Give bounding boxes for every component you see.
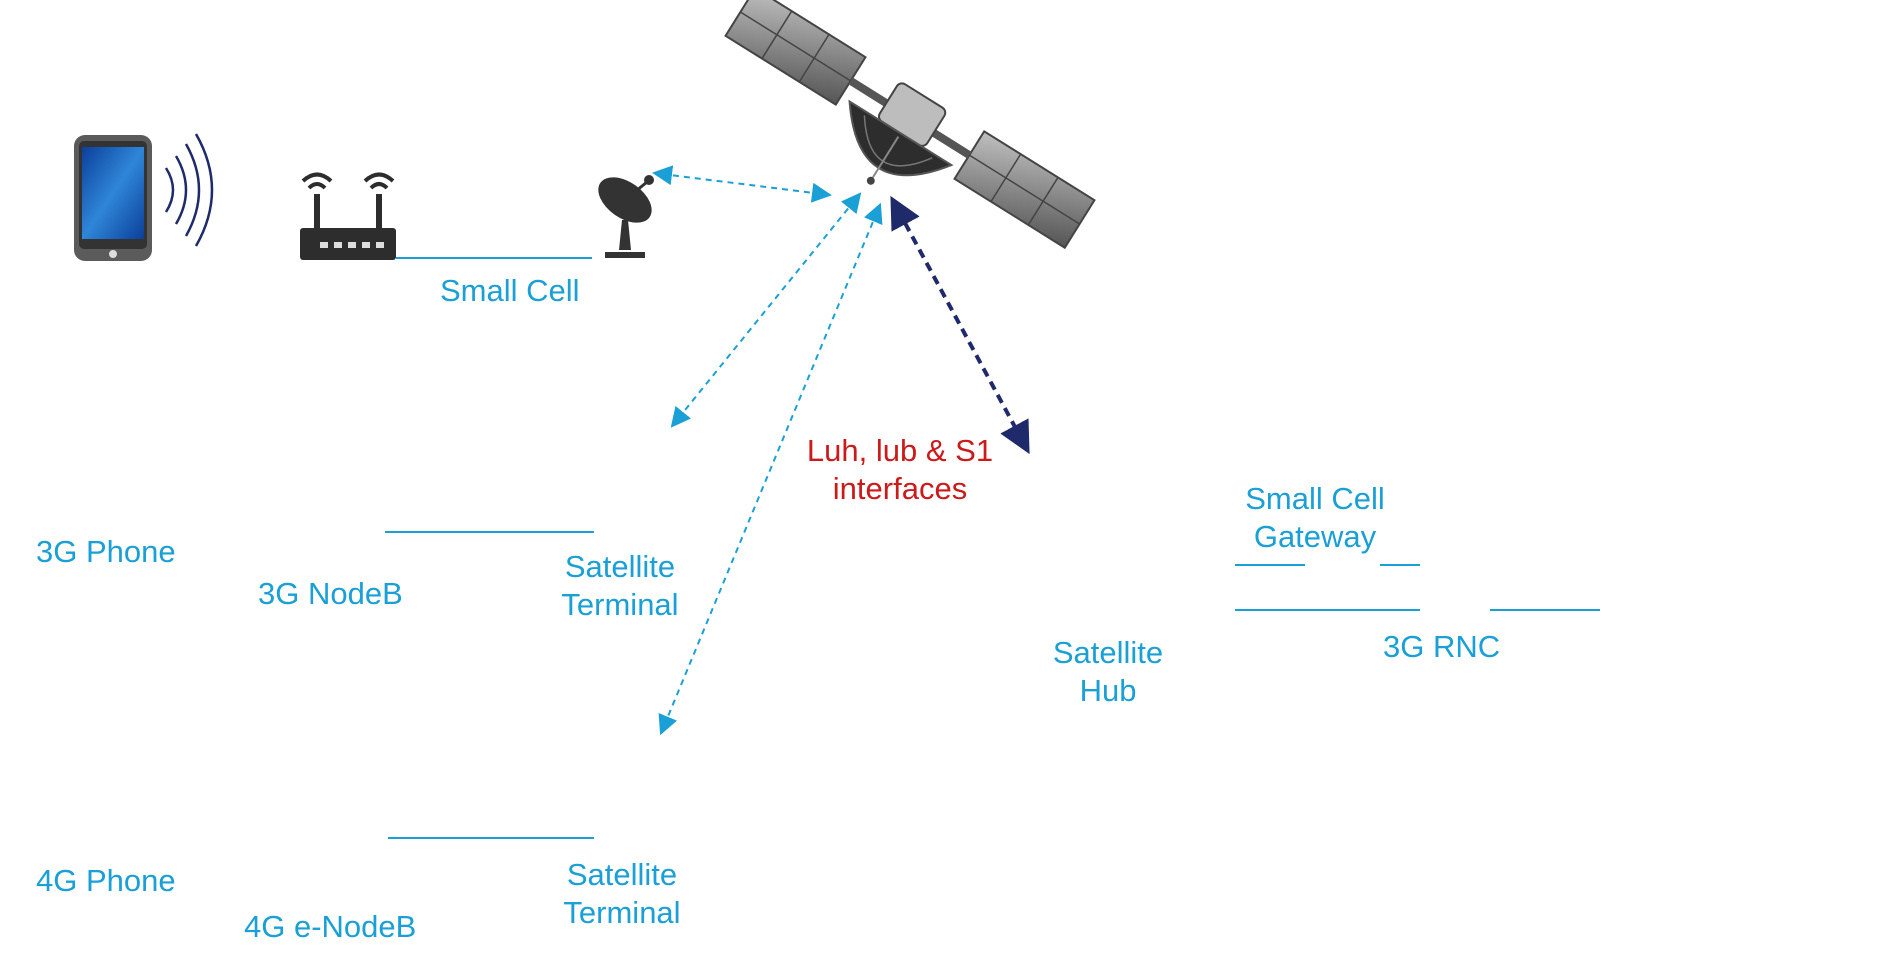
enodeb-4g-label: 4G e-NodeB (244, 909, 417, 944)
core-network-label: Telephony and GPRS Core (1600, 570, 1850, 646)
interfaces-line2: interfaces (832, 471, 968, 506)
core-network-line2: GPRS Core (1643, 609, 1807, 644)
satellite-hub-line1: Satellite (1052, 635, 1164, 670)
satellite-terminal-2-line2: Terminal (563, 895, 681, 930)
signal-waves-icon (164, 132, 214, 248)
small-dish-icon (598, 175, 654, 258)
phone-4g-label: 4G Phone (36, 863, 176, 898)
nodeb-3g-label: 3G NodeB (258, 576, 403, 611)
small-cell-gateway-line1: Small Cell (1245, 481, 1385, 516)
satellite-hub-line2: Hub (1079, 673, 1137, 708)
small-cell-gateway-line2: Gateway (1253, 519, 1377, 554)
satellite-terminal-2-line1: Satellite (566, 857, 678, 892)
satellite-terminal-1-label: Satellite Terminal (550, 548, 690, 624)
satellite-hub-link (890, 195, 1030, 455)
satellite-terminal-1-line2: Terminal (561, 587, 679, 622)
interfaces-label: Luh, lub & S1 interfaces (785, 432, 1015, 508)
small-cell-gateway-label: Small Cell Gateway (1225, 480, 1405, 556)
satellite-small-cell-link (652, 165, 832, 203)
smartphone-icon (74, 135, 152, 261)
links (385, 165, 1600, 839)
satellite-terminal-1-link (670, 192, 862, 428)
satellite-hub-label: Satellite Hub (1038, 634, 1178, 710)
wifi-router-icon (300, 172, 396, 260)
satellite-icon (724, 0, 1096, 250)
satellite-terminal-2-link (658, 202, 883, 736)
core-network-line1: Telephony and (1624, 571, 1826, 606)
interfaces-line1: Luh, lub & S1 (806, 433, 994, 468)
small-cell-label: Small Cell (440, 273, 580, 308)
satellite-terminal-2-label: Satellite Terminal (552, 856, 692, 932)
rnc-3g-label: 3G RNC (1383, 629, 1501, 664)
phone-3g-label: 3G Phone (36, 534, 176, 569)
satellite-terminal-1-line1: Satellite (564, 549, 676, 584)
